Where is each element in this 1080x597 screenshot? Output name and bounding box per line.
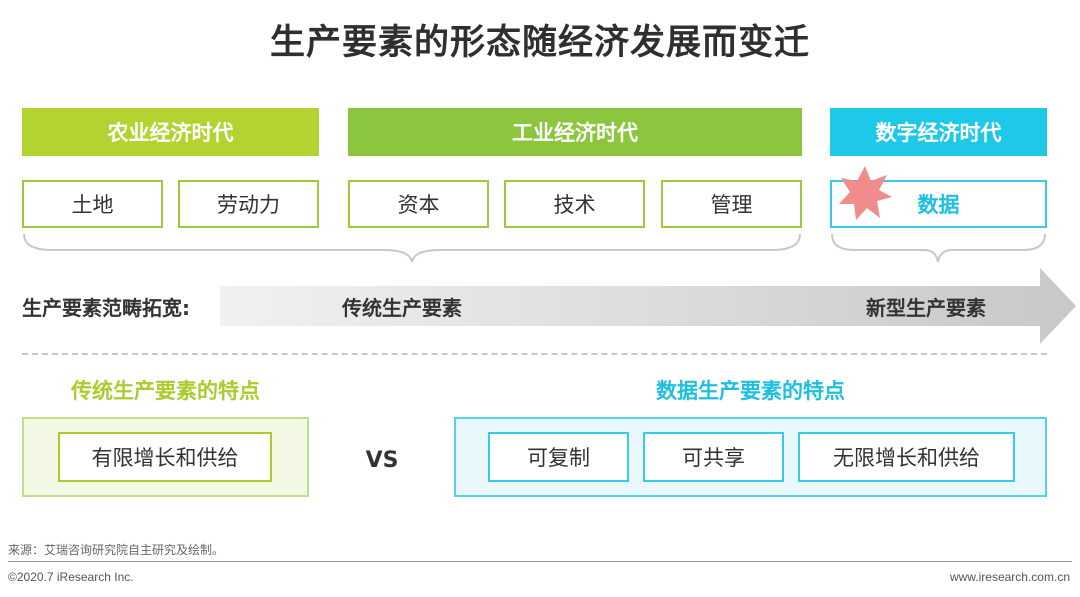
data-features-title: 数据生产要素的特点 xyxy=(656,379,845,403)
traditional-features-title: 传统生产要素的特点 xyxy=(71,379,260,403)
feature-unlimited-supply: 无限增长和供给 xyxy=(798,432,1015,482)
era-header-digital: 数字经济时代 xyxy=(830,108,1047,156)
footer-divider xyxy=(8,561,1072,562)
factor-land: 土地 xyxy=(22,180,163,228)
brace-traditional xyxy=(23,233,801,263)
feature-replicable: 可复制 xyxy=(488,432,629,482)
era-header-industrial: 工业经济时代 xyxy=(348,108,802,156)
factor-technology: 技术 xyxy=(504,180,645,228)
era-header-agriculture: 农业经济时代 xyxy=(22,108,319,156)
feature-shareable: 可共享 xyxy=(643,432,784,482)
brace-new xyxy=(831,233,1046,263)
arrow-label-new: 新型生产要素 xyxy=(866,295,986,320)
page-title: 生产要素的形态随经济发展而变迁 xyxy=(269,23,810,63)
feature-limited-supply: 有限增长和供给 xyxy=(58,432,272,482)
factor-labor: 劳动力 xyxy=(178,180,319,228)
vs-label: VS xyxy=(365,447,399,473)
copyright-text: ©2020.7 iResearch Inc. xyxy=(8,570,134,584)
source-note: 来源：艾瑞咨询研究院自主研究及绘制。 xyxy=(8,543,225,557)
arrow-label-traditional: 传统生产要素 xyxy=(342,295,462,320)
factor-capital: 资本 xyxy=(348,180,489,228)
expansion-arrow xyxy=(220,268,1076,344)
factor-management: 管理 xyxy=(661,180,802,228)
website-link[interactable]: www.iresearch.com.cn xyxy=(949,570,1070,584)
arrow-caption: 生产要素范畴拓宽: xyxy=(22,295,190,320)
star-burst-icon xyxy=(839,166,892,220)
section-divider xyxy=(22,353,1047,355)
